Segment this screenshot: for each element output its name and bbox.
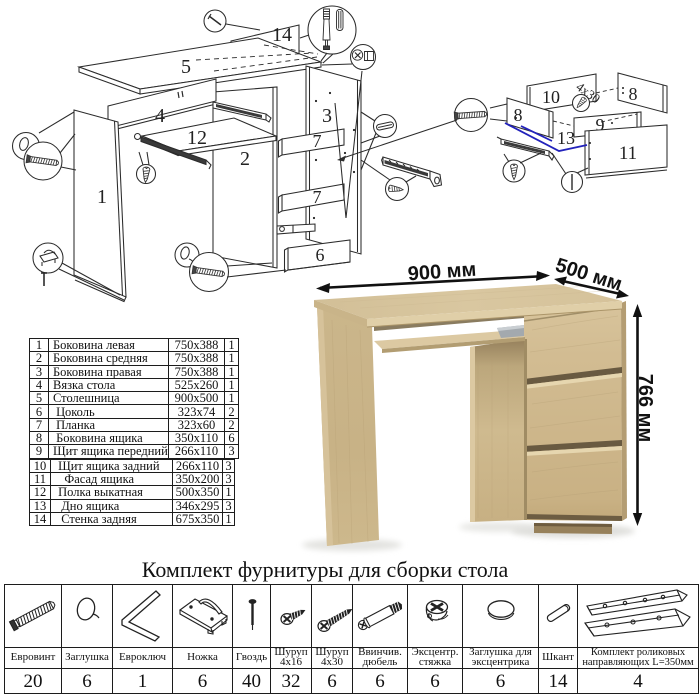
- svg-text:12: 12: [187, 127, 207, 149]
- svg-text:10: 10: [542, 87, 560, 107]
- svg-text:7: 7: [313, 187, 322, 207]
- svg-text:6: 6: [316, 245, 325, 265]
- svg-text:7: 7: [313, 131, 322, 151]
- svg-text:11: 11: [619, 143, 637, 164]
- svg-text:8: 8: [514, 105, 523, 125]
- svg-text:13: 13: [557, 128, 575, 148]
- svg-text:2: 2: [240, 148, 250, 170]
- svg-text:9: 9: [596, 115, 605, 135]
- svg-text:900 мм: 900 мм: [407, 259, 477, 286]
- svg-text:8: 8: [629, 84, 638, 104]
- svg-text:4: 4: [155, 105, 165, 127]
- svg-text:3: 3: [322, 105, 332, 127]
- svg-text:1: 1: [97, 186, 107, 208]
- svg-text:14: 14: [272, 24, 292, 46]
- svg-text:5: 5: [181, 56, 191, 78]
- svg-text:766 мм: 766 мм: [634, 374, 656, 443]
